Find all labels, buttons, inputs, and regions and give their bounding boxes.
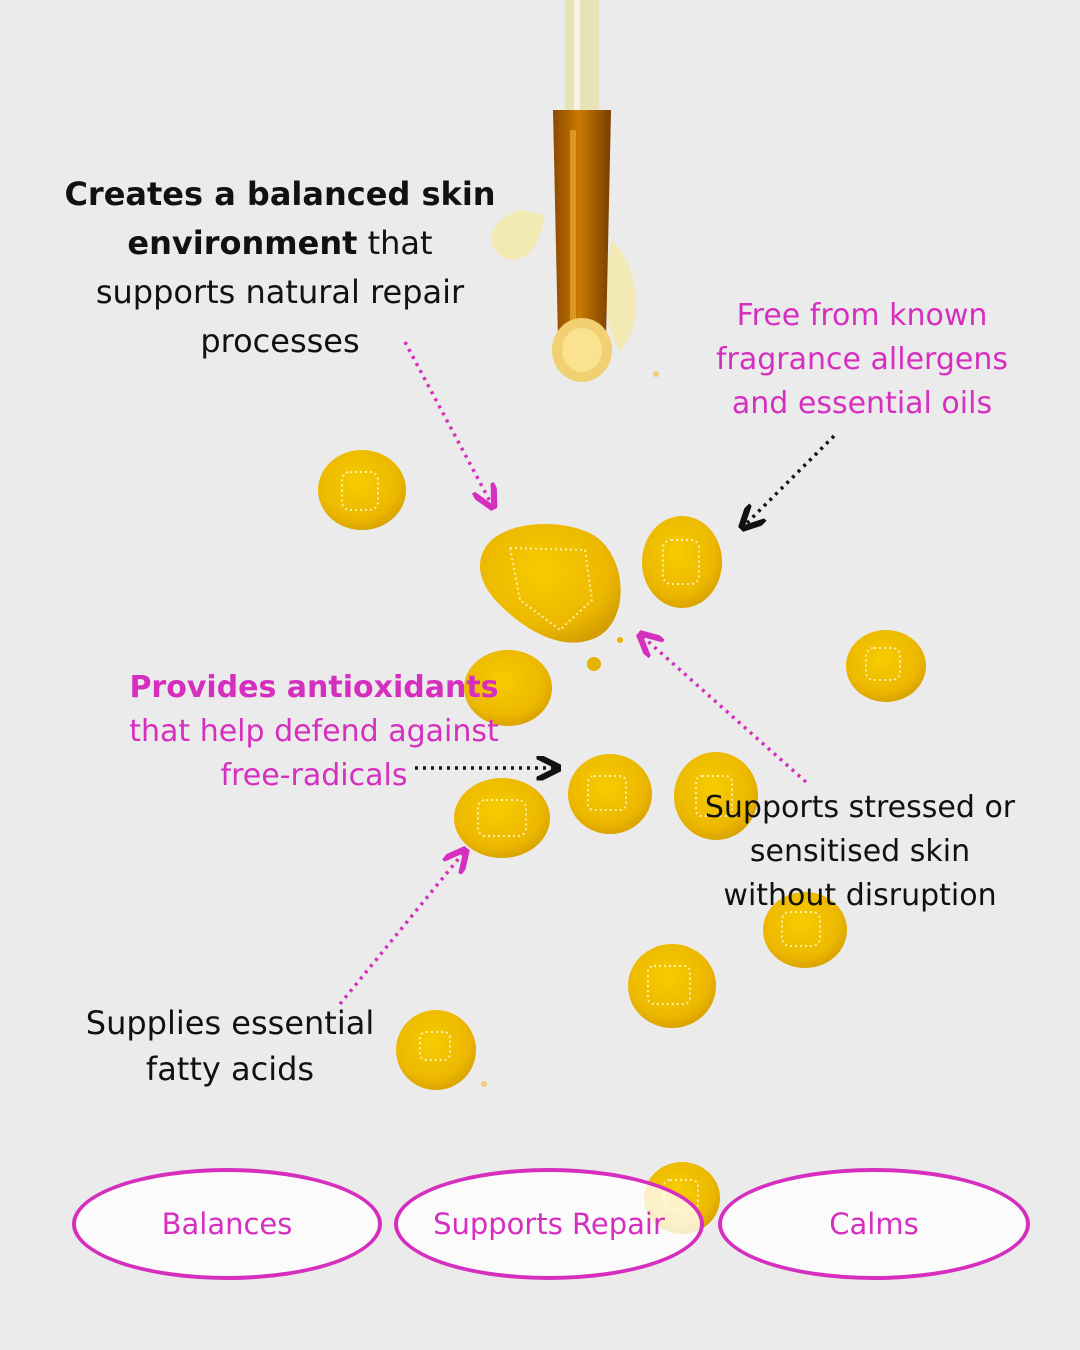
callout-balanced-rest: that supports natural repair processes [95,224,465,360]
oil-drop [568,754,652,834]
oil-drop [480,524,621,643]
badge-calms-label: Calms [829,1207,919,1241]
badge-supports-repair: Supports Repair [394,1168,704,1280]
oil-drop [763,892,847,968]
oil-drop [464,650,552,726]
oil-drop [628,944,716,1028]
oil-drop [846,630,926,702]
callout-stressed-skin: Supports stressed or sensitised skin wit… [700,786,1020,918]
arrow-to-central-drop [403,341,492,505]
oil-droplets [318,371,926,1234]
callout-balanced-bold: Creates a balanced skin environment [64,175,496,262]
oil-drop [642,516,722,608]
arrow-to-lower-left-drop [338,852,464,1006]
callout-fatty-text: Supplies essential fatty acids [85,1004,375,1088]
oil-drop [318,450,406,530]
callout-stressed-text: Supports stressed or sensitised skin wit… [704,790,1016,913]
callout-fragrance-text: Free from known fragrance allergens and … [715,298,1008,421]
callout-antioxidants-bold: Provides antioxidants [129,670,499,705]
dropper-pipette [490,0,637,382]
badge-supports-repair-label: Supports Repair [433,1207,665,1241]
callout-fragrance-free: Free from known fragrance allergens and … [700,294,1024,426]
callout-balanced-environment: Creates a balanced skin environment that… [60,170,500,366]
oil-drop [454,778,550,858]
arrow-to-right-drop [744,434,836,526]
callout-antioxidants-rest: that help defend against free-radicals [129,714,499,793]
badge-calms: Calms [718,1168,1030,1280]
callout-fatty-acids: Supplies essential fatty acids [82,1000,378,1092]
oil-drop [674,752,758,840]
badge-balances-label: Balances [161,1207,293,1241]
oil-drop [396,1010,476,1090]
badge-balances: Balances [72,1168,382,1280]
callout-antioxidants: Provides antioxidants that help defend a… [100,666,528,798]
